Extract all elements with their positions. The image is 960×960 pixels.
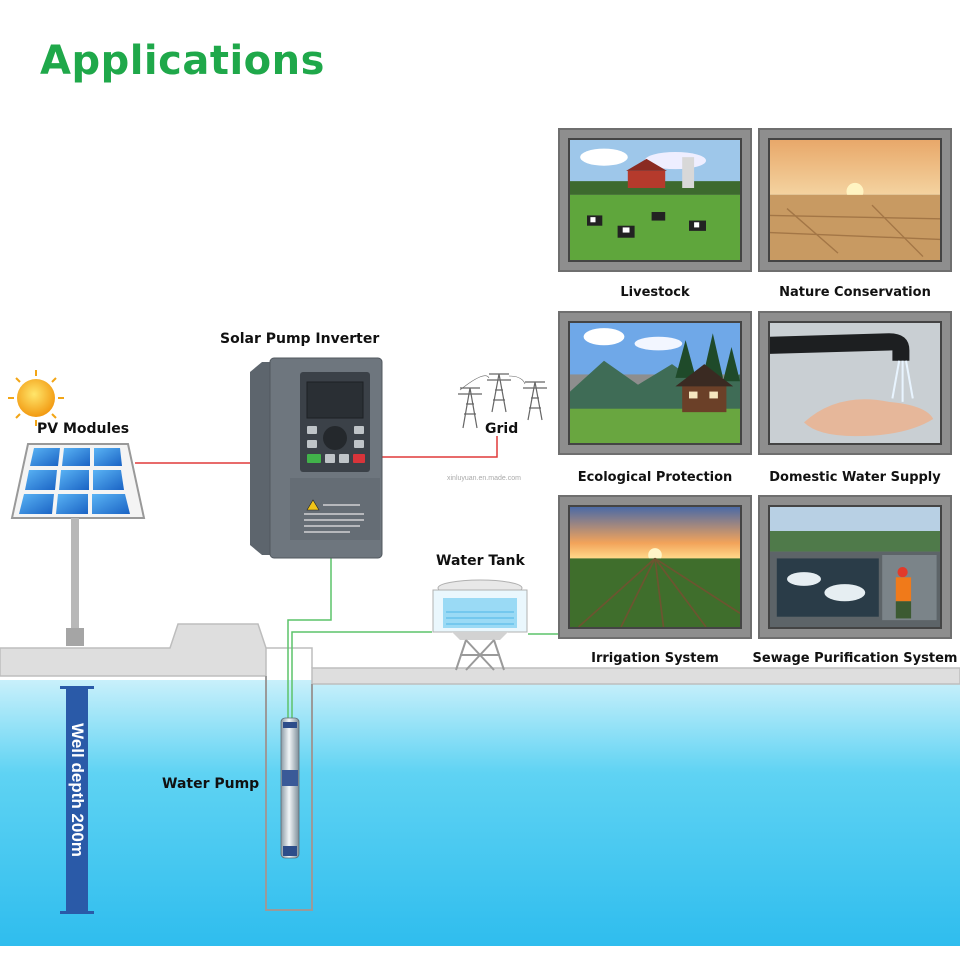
inverter-device-icon	[250, 357, 383, 559]
water-tank-label: Water Tank	[436, 553, 525, 569]
well-depth-bar	[66, 686, 88, 912]
ground-left	[0, 623, 267, 677]
water-pump-label: Water Pump	[162, 776, 260, 792]
groundwater	[0, 680, 960, 946]
caption-irrigation-system: Irrigation System	[591, 651, 719, 666]
inverter-label: Solar Pump Inverter	[220, 331, 380, 347]
caption-sewage-purification-system: Sewage Purification System	[752, 651, 958, 666]
submersible-pump-icon	[280, 717, 300, 859]
mountain-cabin-photo	[558, 311, 752, 455]
desert-sunset-photo	[758, 128, 952, 272]
caption-domestic-water-supply: Domestic Water Supply	[769, 470, 941, 485]
grid-towers-icon	[458, 373, 547, 429]
caption-livestock: Livestock	[620, 285, 690, 300]
watermark: xinluyuan.en.made.com	[447, 475, 521, 482]
grid-wire	[380, 436, 498, 458]
livestock-photo	[558, 128, 752, 272]
ground-right	[311, 667, 960, 685]
caption-ecological-protection: Ecological Protection	[577, 470, 733, 485]
well-shaft	[265, 676, 313, 911]
pv-modules-label: PV Modules	[37, 421, 130, 437]
farmland-sunset-photo	[558, 495, 752, 639]
caption-nature-conservation: Nature Conservation	[779, 285, 931, 300]
water-tank-icon	[432, 579, 528, 671]
pv-panel-icon	[10, 443, 146, 646]
tank-pipe	[291, 631, 432, 720]
sun-icon	[8, 370, 64, 426]
grid-label: Grid	[485, 421, 519, 437]
well-depth-label: Well depth 200m	[68, 723, 87, 857]
pump-wire	[287, 558, 332, 720]
treatment-pool-photo	[758, 495, 952, 639]
page-title: Applications	[40, 38, 325, 84]
faucet-hand-photo	[758, 311, 952, 455]
